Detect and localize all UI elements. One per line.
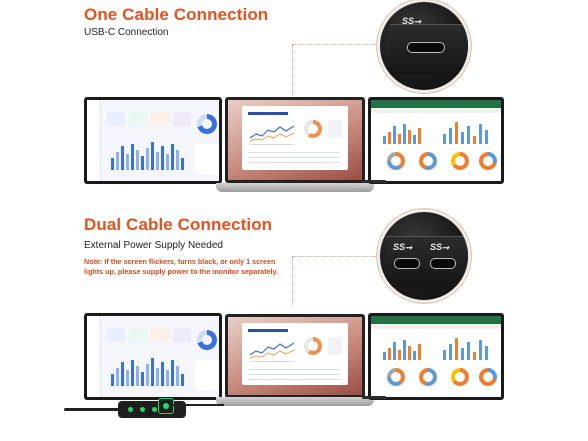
laptop-screen xyxy=(228,317,362,395)
power-note: Note: If the screen flickers, turns blac… xyxy=(84,257,278,276)
power-led-icon xyxy=(140,407,145,412)
callout-line-bottom xyxy=(292,256,380,257)
usb-superspeed-icon: SS⭢ xyxy=(402,16,422,26)
usb-c-cable xyxy=(362,396,386,399)
laptop-screen xyxy=(228,100,362,180)
power-adapter xyxy=(158,398,174,414)
laptop xyxy=(225,97,365,183)
dashboard-bar-chart xyxy=(107,134,191,170)
spreadsheet-bar-chart-left xyxy=(379,118,431,144)
spreadsheet-screen xyxy=(371,100,501,181)
callout-line-top-vertical xyxy=(292,44,293,96)
power-cable-to-monitor xyxy=(172,404,224,406)
one-cable-subtitle: USB-C Connection xyxy=(84,27,169,38)
usb-c-cable xyxy=(362,180,386,183)
callout-line-top xyxy=(292,44,380,45)
usb-c-port-icon xyxy=(407,42,445,53)
dashboard-screen xyxy=(87,100,219,181)
power-led-icon xyxy=(128,407,133,412)
laptop xyxy=(225,314,365,398)
power-led-icon xyxy=(163,403,169,409)
left-monitor xyxy=(84,97,222,184)
left-monitor xyxy=(84,313,222,400)
dashboard-screen xyxy=(87,316,219,397)
usb-c-port-icon xyxy=(430,258,456,269)
one-cable-title: One Cable Connection xyxy=(84,5,269,24)
usb-superspeed-icon: SS⭢ xyxy=(393,242,413,252)
usb-c-zoom-circle: SS⭢ xyxy=(380,2,468,90)
callout-line-bottom-vertical xyxy=(292,256,293,306)
usb-superspeed-icon: SS⭢ xyxy=(430,242,450,252)
right-monitor xyxy=(368,97,504,184)
right-monitor xyxy=(368,313,504,400)
dashboard-bar-chart xyxy=(107,350,191,386)
laptop-app-window xyxy=(242,323,348,385)
laptop-line-chart xyxy=(249,125,295,142)
laptop-app-window xyxy=(242,106,348,170)
power-led-icon xyxy=(152,407,157,412)
laptop-line-chart xyxy=(249,342,295,359)
dual-cable-title: Dual Cable Connection xyxy=(84,215,273,234)
spreadsheet-bar-chart-right xyxy=(439,334,497,360)
usb-c-port-icon xyxy=(394,258,420,269)
spreadsheet-screen xyxy=(371,316,501,397)
dual-cable-subtitle: External Power Supply Needed xyxy=(84,240,223,251)
spreadsheet-bar-chart-left xyxy=(379,334,431,360)
dashboard-sidebar xyxy=(87,316,101,397)
dashboard-sidebar xyxy=(87,100,101,181)
dual-usb-c-zoom-circle: SS⭢ SS⭢ xyxy=(380,212,468,300)
power-cord xyxy=(64,408,120,411)
spreadsheet-bar-chart-right xyxy=(439,118,497,144)
